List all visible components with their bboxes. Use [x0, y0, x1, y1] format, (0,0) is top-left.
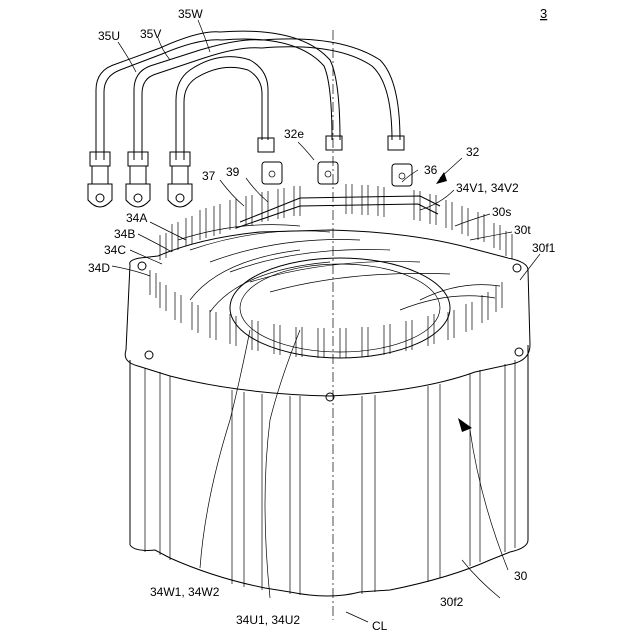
arrow-32	[436, 172, 447, 184]
label-34C: 34C	[104, 243, 126, 257]
label-CL: CL	[372, 619, 388, 633]
label-30t: 30t	[514, 223, 531, 237]
label-35W: 35W	[178, 7, 203, 21]
label-39: 39	[226, 165, 240, 179]
label-30f2: 30f2	[440, 595, 464, 609]
label-34W1-34W2: 34W1, 34W2	[150, 585, 220, 599]
label-36: 36	[424, 163, 438, 177]
label-32: 32	[466, 145, 480, 159]
label-34U1-34U2: 34U1, 34U2	[236, 613, 300, 627]
coil-segments	[150, 184, 512, 358]
lug-35U	[88, 152, 112, 207]
label-30: 30	[514, 569, 528, 583]
lug-35W	[168, 152, 192, 207]
label-35V: 35V	[140, 27, 161, 41]
figure-number: 3	[540, 6, 547, 21]
label-32e: 32e	[284, 127, 304, 141]
label-34D: 34D	[88, 261, 110, 275]
label-30f1: 30f1	[532, 241, 556, 255]
label-34B: 34B	[114, 227, 135, 241]
label-37: 37	[202, 169, 216, 183]
crossover-wires	[178, 225, 500, 312]
label-34A: 34A	[126, 211, 147, 225]
label-35U: 35U	[98, 29, 120, 43]
label-34V1-34V2: 34V1, 34V2	[456, 181, 519, 195]
label-30s: 30s	[492, 205, 511, 219]
lug-35V	[126, 152, 150, 207]
coil-pins-back	[160, 184, 512, 260]
